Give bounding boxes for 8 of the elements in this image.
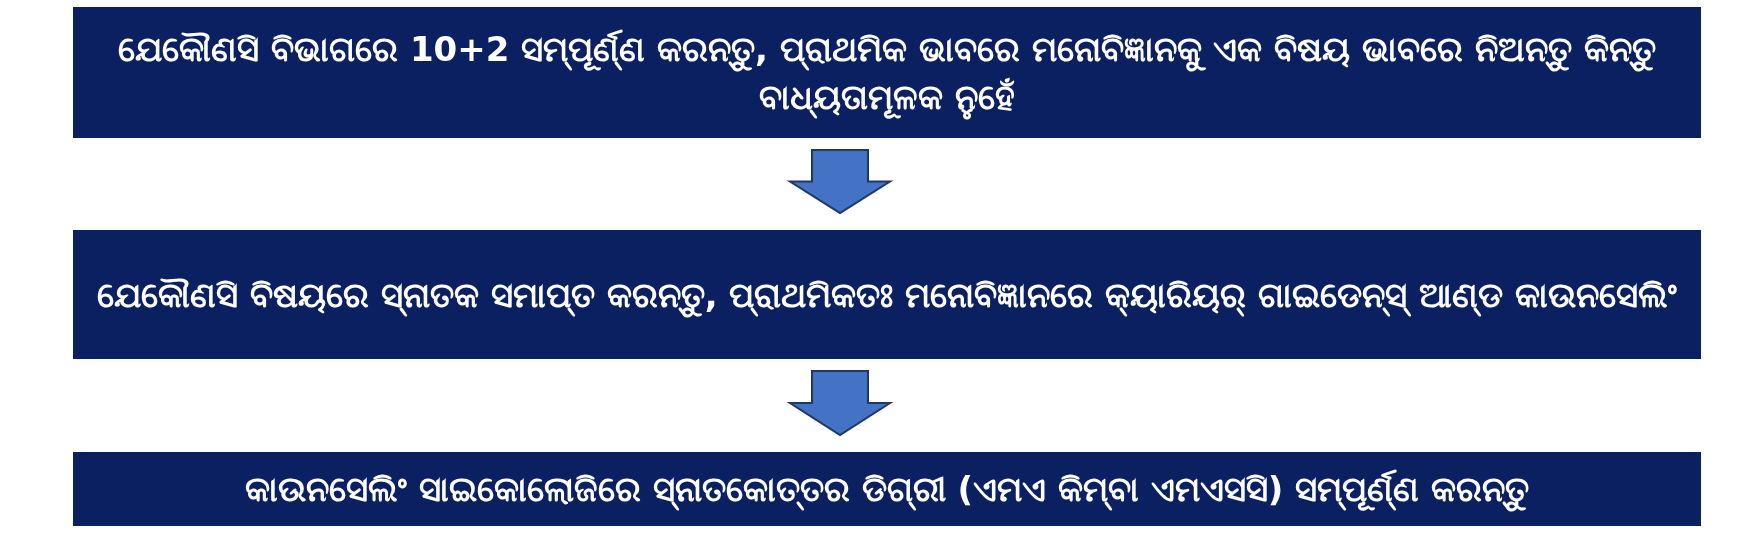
- step-box: [73, 7, 1701, 138]
- step-text: ଯେକୌଣସି ବିଭାଗରେ 10+2 ସମ୍ପୂର୍ଣ୍ଣ କରନ୍ତୁ, ପ୍ରାଥମିକ ଭାବରେ ମନୋବିଜ୍ଞାନକୁ ଏକ ବିଷୟ ଭାବରେ ନିଅନ୍ତୁ କିନ୍ତୁ ବାଧ୍ୟତାମୂଳକ ନୁହେଁ: [93, 24, 1681, 121]
- step-box: [73, 230, 1701, 359]
- block-arrow: [786, 370, 894, 437]
- step-text: ଯେକୌଣସି ବିଷୟରେ ସ୍ନାତକ ସମାପ୍ତ କରନ୍ତୁ, ପ୍ରାଥମିକତଃ ମନୋବିଜ୍ଞାନରେ କ୍ୟାରିୟର୍ ଗାଇଡେନ୍ସ୍ ଆଣ୍ଡ କାଉନସେଲିଂ: [97, 270, 1677, 319]
- step-box: [73, 452, 1701, 526]
- step-text: କାଉନସେଲିଂ ସାଇକୋଲୋଜିରେ ସ୍ନାତକୋତ୍ତର ଡିଗ୍ରୀ (ଏମଏ କିମ୍ବା ଏମଏସସି) ସମ୍ପୂର୍ଣ୍ଣ କରନ୍ତୁ: [245, 465, 1529, 513]
- block-arrow: [786, 149, 894, 215]
